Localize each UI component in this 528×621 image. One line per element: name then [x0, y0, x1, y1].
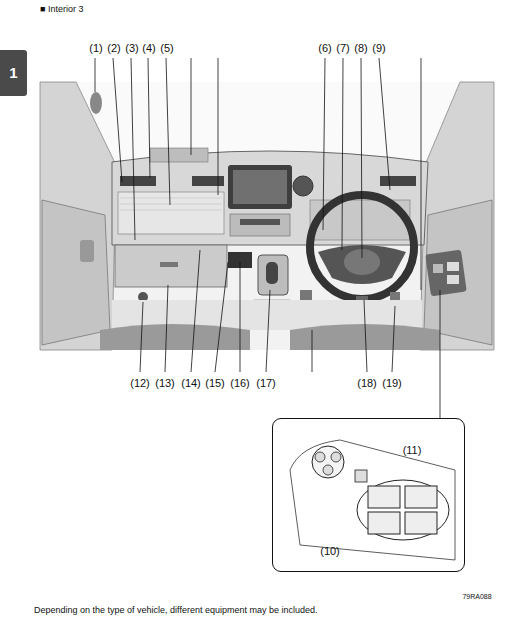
glove-box-handle	[160, 262, 178, 267]
callout-number: (16)	[230, 377, 250, 390]
assist-mirror	[90, 92, 102, 114]
callout-number: (12)	[130, 377, 150, 390]
switch	[433, 264, 443, 273]
switch	[447, 275, 459, 284]
round-vent	[293, 176, 313, 196]
callout-number: (18)	[357, 377, 377, 390]
callout-number: (4)	[142, 42, 155, 55]
callout-number: (13)	[155, 377, 175, 390]
right-door	[424, 200, 492, 345]
callout-number: (7)	[336, 42, 349, 55]
left-seat	[100, 324, 250, 350]
window-switch	[368, 486, 400, 508]
callout-number: (2)	[107, 42, 120, 55]
screen-glass	[233, 170, 287, 204]
chapter-tab: 1	[0, 50, 27, 96]
note: Depending on the type of vehicle, differ…	[34, 605, 318, 615]
callout-number: (8)	[354, 42, 367, 55]
climate-display	[240, 219, 280, 225]
callout-number: (5)	[160, 42, 173, 55]
switch	[447, 262, 459, 271]
left-door	[42, 200, 110, 345]
door-panel-inset	[290, 440, 455, 560]
chapter-number: 1	[9, 64, 17, 81]
callout-number: (19)	[382, 377, 402, 390]
switch-group-ring	[357, 480, 449, 540]
window-switch-panel	[425, 250, 466, 297]
photo-ground	[40, 82, 494, 350]
section-title: ■ Interior 3	[40, 4, 83, 14]
audio-screen	[228, 165, 292, 209]
right-pillar	[420, 82, 494, 350]
callout-number: (6)	[318, 42, 331, 55]
window-switch	[405, 486, 437, 508]
glove-box	[115, 245, 227, 287]
window-switch	[405, 512, 437, 534]
callout-number: (10)	[320, 545, 340, 558]
shift-panel	[258, 255, 288, 295]
callout-number: (1)	[89, 42, 102, 55]
display-cover	[150, 148, 208, 162]
callout-number: (9)	[372, 42, 385, 55]
air-vent	[380, 176, 416, 186]
left-door-handle	[80, 240, 94, 262]
switch-inset: (11) (10)	[272, 418, 465, 572]
lock-switch	[355, 470, 367, 482]
callout-number: (17)	[256, 377, 276, 390]
callout-number: (3)	[125, 42, 138, 55]
shift-lever	[266, 262, 278, 284]
window-switch	[368, 512, 400, 534]
figure-code: 79RA088	[462, 593, 491, 601]
mirror-switch	[312, 446, 344, 478]
callout-number: (15)	[205, 377, 225, 390]
callout-number: (11)	[403, 444, 422, 457]
left-pillar	[40, 82, 116, 350]
air-vent	[120, 176, 156, 186]
callout-number: (14)	[181, 377, 201, 390]
air-vent	[192, 176, 224, 186]
climate-panel	[230, 214, 290, 236]
